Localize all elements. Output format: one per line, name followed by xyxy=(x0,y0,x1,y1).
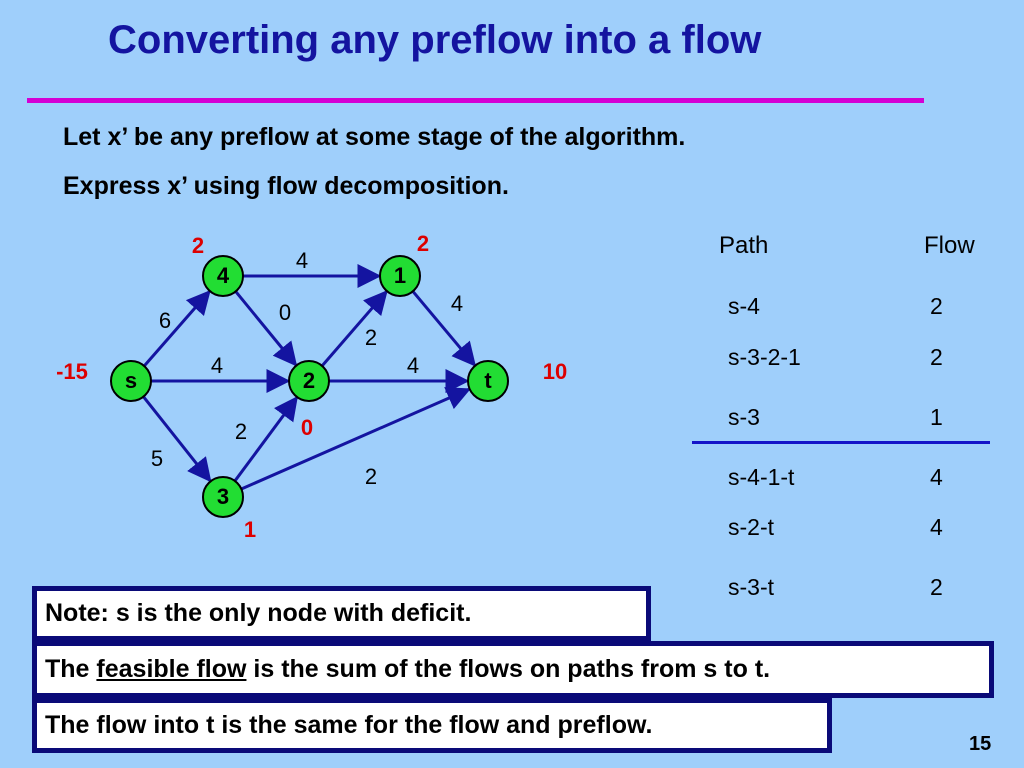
path-row-3-path: s-3 xyxy=(728,404,760,430)
note-flow-into-t: The flow into t is the same for the flow… xyxy=(32,698,832,753)
path-row-1-path: s-4 xyxy=(728,293,760,319)
edge-s-4 xyxy=(143,289,211,367)
path-row-4-flow: 4 xyxy=(930,464,943,490)
note-feasible-suffix: is the sum of the flows on paths from s … xyxy=(246,655,771,683)
node-label-s: s xyxy=(125,368,137,393)
node-4 xyxy=(202,255,244,297)
edge-flow-label-2-1: 2 xyxy=(365,325,377,350)
node-1 xyxy=(379,255,421,297)
note-feasible-prefix: The xyxy=(45,655,97,683)
edge-3-2 xyxy=(233,395,298,482)
node-s xyxy=(110,360,152,402)
slide-title: Converting any preflow into a flow xyxy=(108,18,762,62)
edge-flow-label-3-t: 2 xyxy=(365,464,377,489)
edge-flow-label-s-2: 4 xyxy=(211,353,223,378)
node-label-1: 1 xyxy=(394,263,406,288)
edge-1-t xyxy=(411,290,477,367)
node-excess-t: 10 xyxy=(543,359,567,384)
node-excess-4: 2 xyxy=(192,233,204,258)
note-deficit: Note: s is the only node with deficit. xyxy=(32,586,651,641)
edge-3-t xyxy=(240,387,471,491)
note-feasible-flow: The feasible flow is the sum of the flow… xyxy=(32,641,994,698)
node-label-2: 2 xyxy=(303,368,315,393)
node-label-3: 3 xyxy=(217,484,229,509)
edge-flow-label-1-t: 4 xyxy=(451,291,463,316)
flow-column-header: Flow xyxy=(924,232,975,259)
feasible-flow-term: feasible flow xyxy=(96,655,247,683)
node-3 xyxy=(202,476,244,518)
path-row-6-path: s-3-t xyxy=(728,574,774,600)
edge-s-3 xyxy=(142,395,212,483)
edge-flow-label-s-3: 5 xyxy=(151,446,163,471)
node-excess-s: -15 xyxy=(56,359,88,384)
node-t xyxy=(467,360,509,402)
intro-line-1: Let x’ be any preflow at some stage of t… xyxy=(63,123,686,151)
path-row-3-flow: 1 xyxy=(930,404,943,430)
node-label-4: 4 xyxy=(217,263,230,288)
edge-flow-label-3-2: 2 xyxy=(235,419,247,444)
path-row-2-path: s-3-2-1 xyxy=(728,344,801,370)
path-row-2-flow: 2 xyxy=(930,344,943,370)
node-excess-1: 2 xyxy=(417,231,429,256)
edge-flow-label-2-t: 4 xyxy=(407,353,419,378)
edge-flow-label-s-4: 6 xyxy=(159,308,171,333)
edge-flow-label-4-1: 4 xyxy=(296,248,308,273)
path-row-6-flow: 2 xyxy=(930,574,943,600)
path-row-1-flow: 2 xyxy=(930,293,943,319)
path-row-5-path: s-2-t xyxy=(728,514,774,540)
intro-line-2: Express x’ using flow decomposition. xyxy=(63,172,509,200)
page-number: 15 xyxy=(969,733,992,755)
path-row-4-path: s-4-1-t xyxy=(728,464,795,490)
edge-flow-label-4-2: 0 xyxy=(279,300,291,325)
edge-2-1 xyxy=(320,290,388,367)
path-column-header: Path xyxy=(719,232,769,259)
node-2 xyxy=(288,360,330,402)
title-underline xyxy=(27,98,924,103)
table-separator xyxy=(692,441,990,444)
node-label-t: t xyxy=(484,368,492,393)
node-excess-3: 1 xyxy=(244,517,256,542)
edge-4-2 xyxy=(234,290,298,367)
node-excess-2: 0 xyxy=(301,415,313,440)
path-row-5-flow: 4 xyxy=(930,514,943,540)
